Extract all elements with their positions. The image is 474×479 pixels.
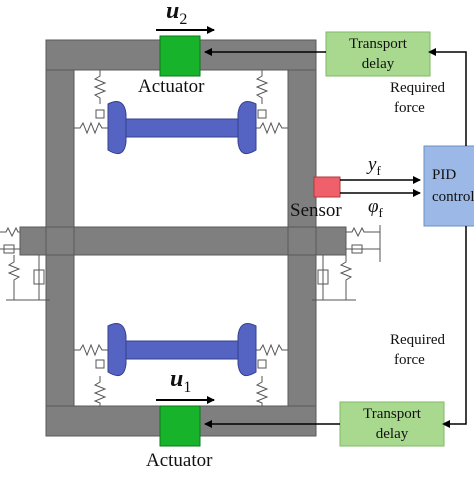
required-force-top-line2: force xyxy=(394,100,425,116)
transport-delay-bottom-line1: Transport xyxy=(363,406,421,422)
required-force-top-label: Required force xyxy=(390,78,445,118)
phi-f-label: φf xyxy=(368,196,383,221)
phi-f-base: φ xyxy=(368,196,379,217)
y-f-sub: f xyxy=(376,162,381,178)
y-f-base: y xyxy=(368,154,377,175)
transport-delay-bottom-line2: delay xyxy=(375,426,409,442)
top-suspension xyxy=(74,70,288,135)
u2-base: u xyxy=(166,0,180,24)
required-force-top-line1: Required xyxy=(390,80,445,96)
pid-line2: controller xyxy=(432,189,474,205)
u2-label: u2 xyxy=(166,0,187,29)
transport-delay-top-line1: Transport xyxy=(349,36,407,52)
bottom-suspension xyxy=(74,343,288,406)
transport-delay-top-line2: delay xyxy=(361,56,395,72)
sensor-box xyxy=(313,176,341,198)
top-wheelset xyxy=(107,101,257,155)
sensor-label: Sensor xyxy=(290,200,342,221)
required-force-bottom-line1: Required xyxy=(390,332,445,348)
u2-sub: 2 xyxy=(179,10,188,28)
y-f-label: yf xyxy=(368,154,381,179)
transport-delay-bottom-box xyxy=(339,401,445,447)
actuator-top-label: Actuator xyxy=(138,76,205,97)
u1-label: u1 xyxy=(170,366,191,397)
required-force-bottom-line2: force xyxy=(394,352,425,368)
u1-sub: 1 xyxy=(183,378,192,396)
actuator-top xyxy=(159,35,201,77)
actuator-bottom-label: Actuator xyxy=(146,450,213,471)
signal-lines xyxy=(204,48,467,428)
pid-line1: PID xyxy=(432,167,457,183)
required-force-bottom-label: Required force xyxy=(390,330,445,370)
bottom-wheelset xyxy=(107,323,257,377)
pid-controller-box xyxy=(423,145,474,227)
transport-delay-top-text: Transport delay xyxy=(326,34,430,74)
secondary-suspension xyxy=(0,225,381,301)
transport-delay-top-box xyxy=(325,31,431,77)
transport-delay-bottom-text: Transport delay xyxy=(340,404,444,444)
pid-label: PID controller xyxy=(432,164,474,208)
u1-base: u xyxy=(170,366,184,392)
phi-f-sub: f xyxy=(378,204,383,220)
actuator-bottom xyxy=(159,405,201,447)
